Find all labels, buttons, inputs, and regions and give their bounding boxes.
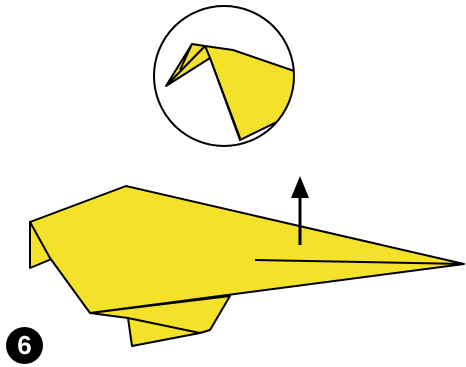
step-number: 6: [17, 330, 31, 361]
plane-body: [30, 186, 464, 313]
paper-plane: [30, 186, 464, 346]
step-number-badge: 6: [6, 327, 43, 364]
detail-inset: [154, 6, 300, 146]
